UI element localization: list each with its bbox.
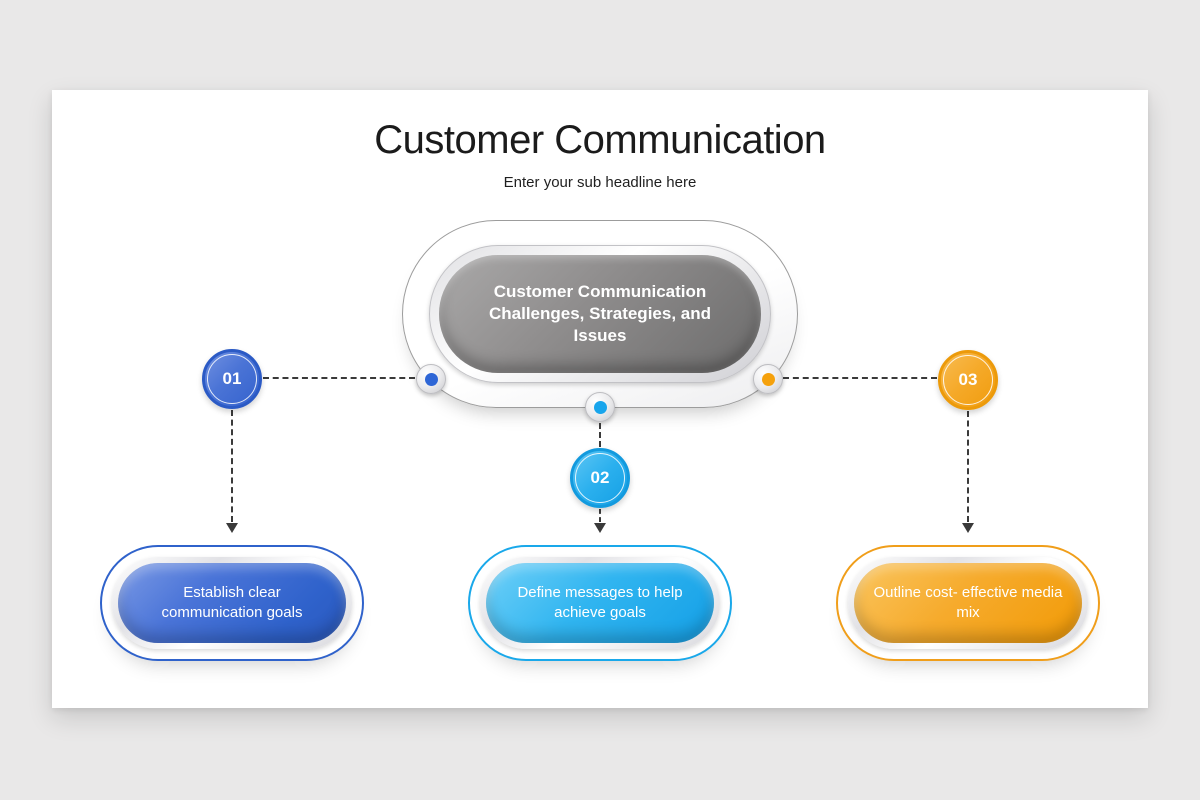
connector-dot-bottom bbox=[585, 392, 615, 422]
orange-dot-icon bbox=[761, 372, 775, 386]
pill-outline-media-mix: Outline cost- effective media mix bbox=[836, 545, 1100, 661]
dashed-line-left-vertical bbox=[231, 410, 233, 522]
circle-inner-ring bbox=[207, 354, 257, 404]
center-capsule: Customer Communication Challenges, Strat… bbox=[402, 220, 798, 408]
connector-dot-right bbox=[753, 364, 783, 394]
connector-dot-left bbox=[416, 364, 446, 394]
arrow-down-icon bbox=[962, 523, 974, 533]
pill-ring: Define messages to help achieve goals bbox=[480, 557, 720, 649]
pill-label: Outline cost- effective media mix bbox=[873, 584, 1063, 621]
pill-define-messages: Define messages to help achieve goals bbox=[468, 545, 732, 661]
pill-body: Establish clear communication goals bbox=[118, 563, 346, 643]
step-circle-02: 02 bbox=[570, 448, 630, 508]
circle-inner-ring bbox=[575, 453, 625, 503]
blue-dot-icon bbox=[424, 372, 438, 386]
dashed-line-right-vertical bbox=[967, 411, 969, 522]
arrow-down-icon bbox=[594, 523, 606, 533]
step-number-label: 02 bbox=[590, 468, 610, 487]
pill-establish-goals: Establish clear communication goals bbox=[100, 545, 364, 661]
page-title: Customer Communication bbox=[374, 118, 826, 162]
center-capsule-label: Customer Communication Challenges, Strat… bbox=[488, 282, 711, 345]
pill-body: Define messages to help achieve goals bbox=[486, 563, 714, 643]
circle-inner-ring bbox=[943, 355, 993, 405]
step-number-label: 01 bbox=[222, 369, 242, 388]
pill-ring: Establish clear communication goals bbox=[112, 557, 352, 649]
step-circle-03: 03 bbox=[938, 350, 998, 410]
center-capsule-body: Customer Communication Challenges, Strat… bbox=[439, 255, 761, 373]
dashed-line-right-horizontal bbox=[783, 377, 937, 379]
pill-label: Establish clear communication goals bbox=[161, 584, 303, 621]
dashed-line-center-vertical bbox=[599, 509, 601, 522]
pill-ring: Outline cost- effective media mix bbox=[848, 557, 1088, 649]
slide-canvas: Customer Communication Enter your sub he… bbox=[52, 90, 1148, 708]
dashed-line-left-horizontal bbox=[263, 377, 415, 379]
page-subtitle: Enter your sub headline here bbox=[503, 174, 697, 191]
center-capsule-ring: Customer Communication Challenges, Strat… bbox=[429, 245, 771, 383]
pill-label: Define messages to help achieve goals bbox=[517, 584, 683, 621]
pill-body: Outline cost- effective media mix bbox=[854, 563, 1082, 643]
cyan-dot-icon bbox=[593, 400, 607, 414]
step-number-label: 03 bbox=[958, 370, 978, 389]
arrow-down-icon bbox=[226, 523, 238, 533]
dashed-line-center-short bbox=[599, 423, 601, 447]
step-circle-01: 01 bbox=[202, 349, 262, 409]
